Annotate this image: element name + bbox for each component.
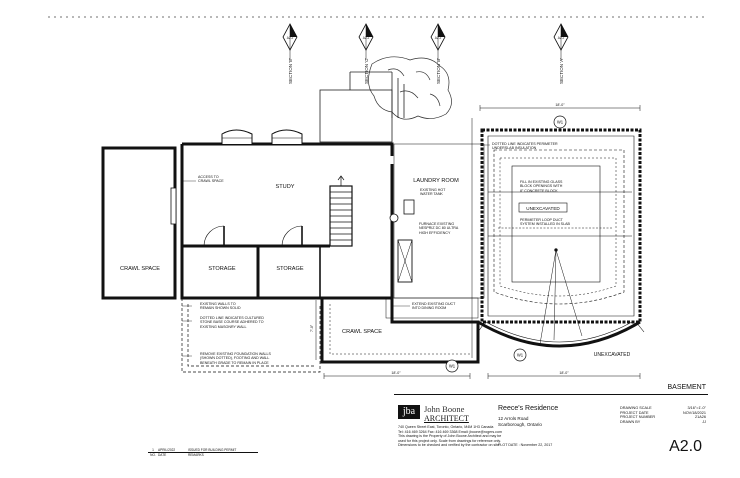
plot-date: PLOT DATE : November 22, 2017 — [498, 443, 553, 447]
unexcavated-label-box — [518, 202, 568, 213]
disclaimer-3: Dimensions to be checked and verified by… — [398, 443, 501, 447]
sheet-number: A2.0 — [669, 438, 702, 455]
dimension-lines — [315, 105, 641, 379]
project-address-1: 12 Arrols Road — [498, 416, 529, 421]
revision-table: 1 APRIL/2022 ISSUED FOR BUILDING PERMIT … — [148, 448, 258, 457]
label-unexcavated-right: UNEXCAVATED — [594, 352, 631, 358]
note-remove-foundation: REMOVE EXISTING FOUNDATION WALLS(SHOWN D… — [200, 352, 271, 365]
sheet-name: BASEMENT — [667, 384, 706, 391]
window-tag-top[interactable]: W1 — [553, 115, 567, 129]
label-unexcavated-center: UNEXCAVATED — [526, 206, 560, 211]
project-address-2: Scarborough, Ontario — [498, 422, 542, 427]
section-label-e: SECTION 'E' — [288, 58, 293, 84]
section-marker-c[interactable]: A2.2 SECTION 'C' — [358, 23, 374, 84]
laundry-room — [389, 143, 485, 299]
boulder-outline — [368, 56, 452, 120]
svg-text:W1: W1 — [449, 364, 456, 369]
project-title: Reece's Residence — [498, 405, 559, 412]
right-foundation — [477, 128, 645, 348]
section-label-a: SECTION 'A' — [559, 58, 564, 84]
section-ref-b: A2.2 — [435, 36, 442, 40]
window-tag-bottom-right[interactable]: W1 — [513, 348, 527, 362]
section-ref-a: A2.2 — [558, 36, 565, 40]
removed-foundation — [181, 298, 321, 373]
section-marker-e[interactable]: A2.2 SECTION 'E' — [282, 23, 298, 84]
window-tag-bottom-left[interactable]: W1 — [445, 359, 459, 373]
stair — [329, 175, 353, 247]
dim-bottom-left: 18'-0" — [391, 371, 401, 375]
dim-bottom-right: 18'-0" — [559, 371, 569, 375]
room-label-storage-1: STORAGE — [208, 266, 236, 272]
main-walls — [180, 142, 394, 300]
firm-name: John Boone — [424, 404, 465, 414]
window-wells — [221, 129, 303, 144]
interior-walls — [203, 225, 321, 298]
note-leaders — [182, 144, 490, 357]
svg-text:W1: W1 — [517, 353, 524, 358]
crawl-space-bottom — [320, 297, 480, 364]
room-label-crawl-left: CRAWL SPACE — [120, 266, 160, 272]
disclaimer-1: This drawing is the Property of John Boo… — [398, 434, 502, 438]
svg-text:W1: W1 — [557, 120, 564, 125]
dim-vertical: 7'-0" — [310, 324, 314, 332]
dim-top: 18'-0" — [555, 103, 565, 107]
firm-address: 740 Queen Street East, Toronto, Ontario,… — [398, 425, 494, 429]
revision-header: NO. DATE REMARKS — [150, 453, 204, 457]
duct-diagonals — [488, 191, 632, 345]
disclaimer-2: used for this project only. Scale from d… — [398, 438, 501, 443]
firm-type: ARCHITECT — [424, 414, 469, 423]
crawl-space-left — [101, 146, 177, 300]
firm-logo: jba — [398, 405, 420, 419]
hot-water-tank — [389, 213, 399, 223]
room-label-storage-2: STORAGE — [276, 266, 304, 272]
section-ref-e: A2.2 — [287, 36, 294, 40]
revision-row: 1 APRIL/2022 ISSUED FOR BUILDING PERMIT — [148, 448, 258, 453]
room-label-crawl-bottom: CRAWL SPACE — [342, 329, 382, 335]
section-marker-b[interactable]: A2.2 SECTION 'B' — [430, 23, 446, 84]
room-label-laundry: LAUNDRY ROOM — [413, 178, 459, 184]
section-ref-c: A2.2 — [363, 36, 370, 40]
title-block: BASEMENT jba John Boone ARCHITECT 740 Qu… — [394, 384, 708, 471]
exterior-steps — [319, 71, 405, 143]
section-label-c: SECTION 'C' — [364, 58, 369, 84]
section-marker-a[interactable]: A2.2 SECTION 'A' — [553, 23, 569, 84]
section-label-b: SECTION 'B' — [436, 58, 441, 84]
firm-contact: Tel: 416 469 3264 Fax: 416 469 3368 Emai… — [398, 429, 502, 434]
room-label-study: STUDY — [276, 184, 295, 190]
